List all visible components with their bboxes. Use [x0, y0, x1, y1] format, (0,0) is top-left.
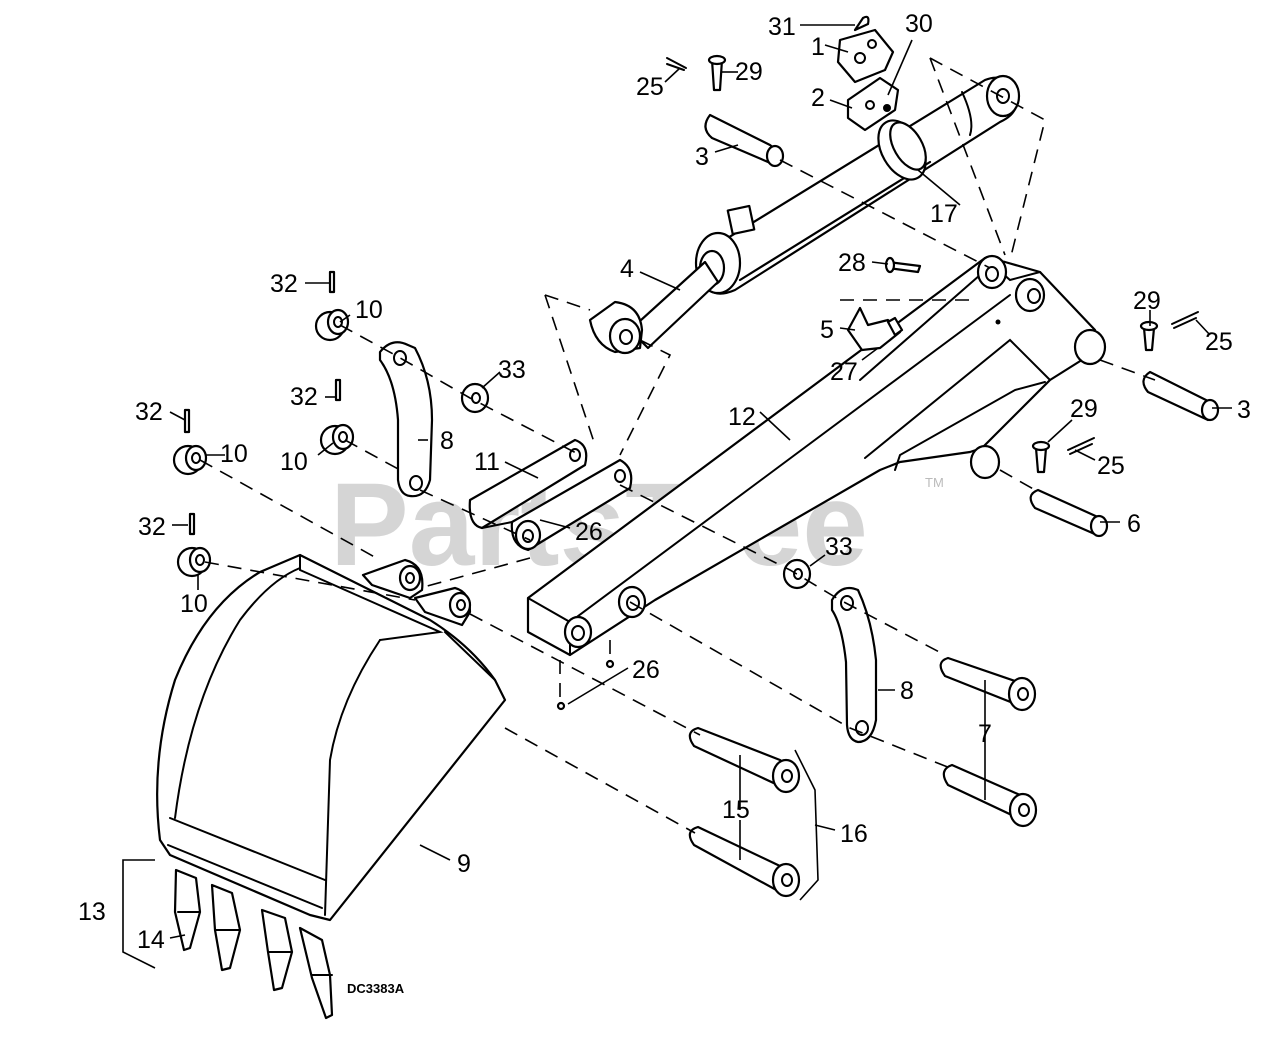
bushing-part-10c	[172, 408, 208, 476]
callout-29-lower: 29	[1070, 395, 1098, 423]
teeth-part-14	[173, 868, 334, 1020]
callout-4: 4	[620, 255, 634, 283]
bracket-part-1	[836, 15, 895, 84]
callout-3-right: 3	[1237, 396, 1251, 424]
callout-32-c: 32	[135, 398, 163, 426]
callout-1: 1	[811, 33, 825, 61]
callout-6: 6	[1127, 510, 1141, 538]
callout-5: 5	[820, 316, 834, 344]
callout-30: 30	[905, 10, 933, 38]
bushing-part-10b	[319, 378, 355, 456]
pin-part-3-top	[666, 54, 785, 168]
callout-2: 2	[811, 84, 825, 112]
callout-33-b: 33	[825, 533, 853, 561]
callout-26-b: 26	[632, 656, 660, 684]
clamp-part	[877, 119, 927, 181]
callout-10-a: 10	[355, 296, 383, 324]
callout-31: 31	[768, 13, 796, 41]
pin-part-3-right	[1139, 311, 1220, 422]
bushing-part-10d	[176, 512, 212, 578]
callout-14: 14	[137, 926, 165, 954]
link-part-11	[468, 438, 633, 552]
callout-7: 7	[978, 720, 992, 748]
callout-17: 17	[930, 200, 958, 228]
callout-26-a: 26	[575, 518, 603, 546]
callout-25-right: 25	[1205, 328, 1233, 356]
callout-29-right: 29	[1133, 287, 1161, 315]
bracket-16	[794, 749, 819, 901]
callout-32-a: 32	[270, 270, 298, 298]
callout-3-top: 3	[695, 143, 709, 171]
washer-part-33b	[782, 558, 812, 590]
callout-33-a: 33	[498, 356, 526, 384]
pin-part-15-lower	[688, 825, 801, 898]
bracket-13	[122, 859, 156, 969]
link-part-8-left	[378, 341, 434, 498]
callout-29-top: 29	[735, 58, 763, 86]
callout-32-b: 32	[290, 383, 318, 411]
callout-8-b: 8	[900, 677, 914, 705]
callout-32-d: 32	[138, 513, 166, 541]
bracket-part-2	[846, 76, 900, 132]
callout-labels: 31 1 30 25 29 2 3 17 4 28 29 25 5 27 3 3…	[78, 10, 1251, 954]
fitting-part-26	[556, 659, 615, 711]
callout-11: 11	[474, 448, 500, 476]
pin-part-6	[1029, 437, 1109, 538]
bushing-part-10a	[314, 270, 350, 342]
washer-part-33a	[460, 382, 490, 414]
callout-13: 13	[78, 898, 106, 926]
callout-15: 15	[722, 796, 750, 824]
callout-10-c: 10	[220, 440, 248, 468]
callout-25-lower: 25	[1097, 452, 1125, 480]
drawing-code: DC3383A	[347, 981, 405, 996]
link-part-8-right	[830, 586, 878, 744]
bucket-part	[156, 553, 507, 922]
callout-16: 16	[840, 820, 868, 848]
callout-8-a: 8	[440, 427, 454, 455]
callout-12: 12	[728, 403, 756, 431]
pin-part-7-upper	[939, 656, 1037, 712]
callout-9: 9	[457, 850, 471, 878]
callout-28: 28	[838, 249, 866, 277]
bracket-part-5	[846, 306, 904, 352]
pin-part-15-upper	[688, 726, 801, 794]
boom-part	[526, 254, 1107, 657]
hydraulic-cylinder-part	[588, 74, 1021, 355]
callout-10-d: 10	[180, 590, 208, 618]
watermark-tm: TM	[925, 475, 944, 490]
leader-lines	[169, 24, 1232, 939]
bolt-part-28	[884, 256, 922, 274]
assembly-lines	[199, 57, 1156, 834]
callout-10-b: 10	[280, 448, 308, 476]
pin-part-7-lower	[942, 763, 1038, 828]
callout-27: 27	[830, 358, 858, 386]
callout-25-top: 25	[636, 73, 664, 101]
